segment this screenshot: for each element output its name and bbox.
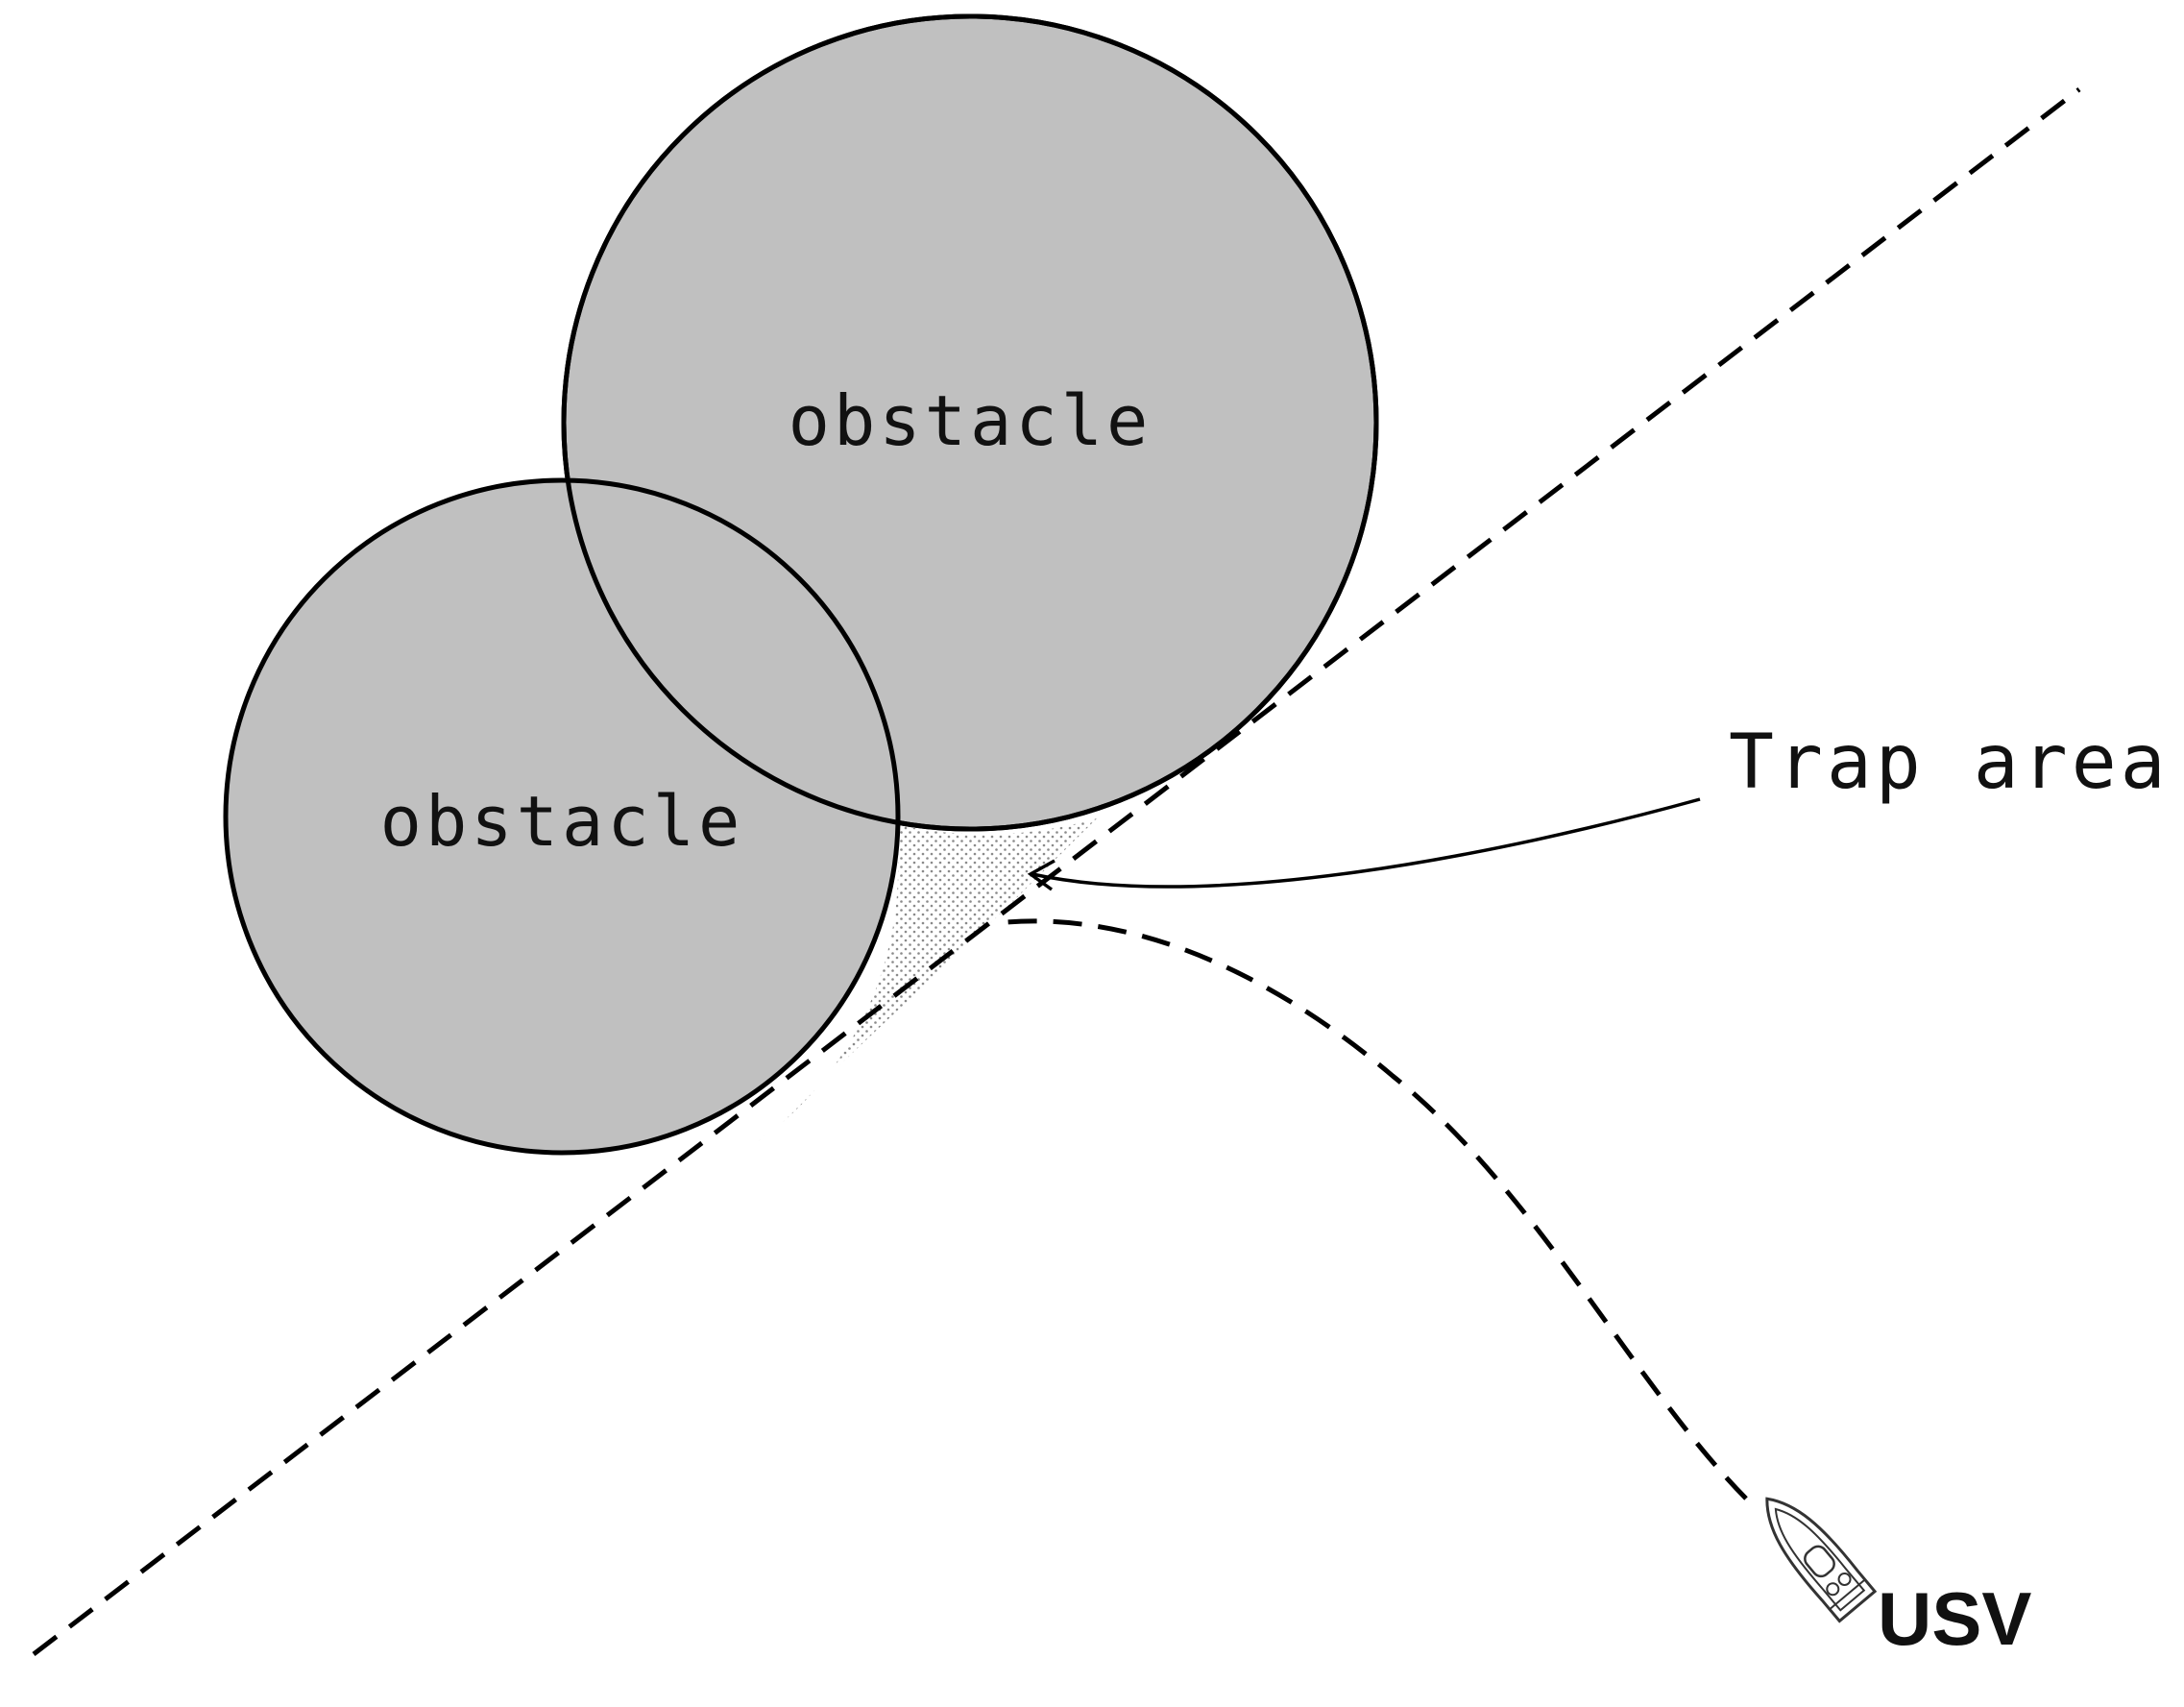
tangent-dashed-line <box>32 87 2081 1656</box>
obstacle-circle-left <box>223 477 901 1156</box>
trap-area-region <box>759 818 1097 1141</box>
usv-label: USV <box>1878 1576 2031 1661</box>
obstacle-circle-top-outline <box>561 13 1379 832</box>
boat-icon <box>1765 1497 1878 1623</box>
obstacle-left-label: obstacle <box>380 781 744 862</box>
trap-area-arrowhead <box>1027 859 1056 891</box>
obstacle-top-label: obstacle <box>789 380 1153 461</box>
trap-area-label: Trap area <box>1729 719 2170 806</box>
usv-trajectory <box>1006 918 1748 1500</box>
trap-area-arrow-line <box>1031 797 1701 889</box>
